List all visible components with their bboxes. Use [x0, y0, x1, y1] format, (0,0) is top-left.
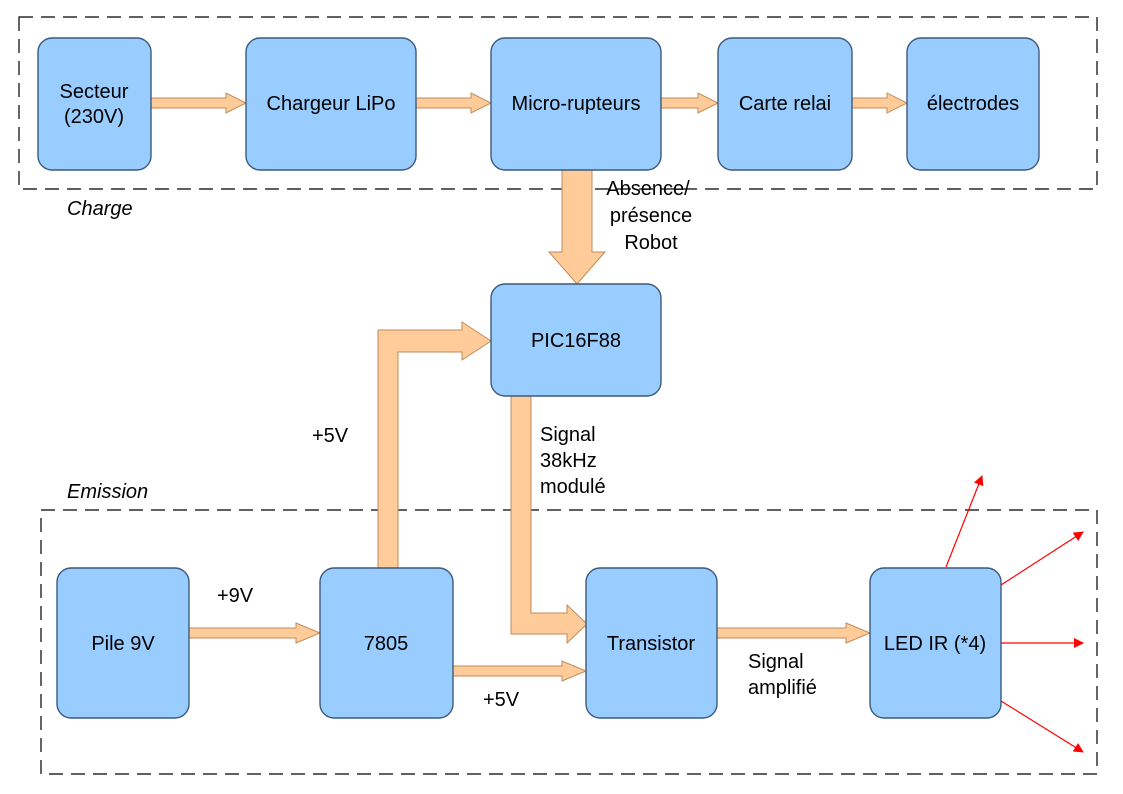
label-presence-line1: Absence/ — [606, 178, 690, 200]
arrow-pile-to-7805 — [188, 622, 322, 644]
arrow-secteur-to-chargeur — [150, 92, 248, 114]
emission-region-label: Emission — [67, 481, 148, 503]
block-secteur: Secteur (230V) — [37, 37, 152, 171]
ir-ray-up — [945, 475, 984, 568]
label-presence-line3: Robot — [624, 232, 678, 254]
block-pic-label: PIC16F88 — [531, 330, 621, 352]
label-signal-amp-line2: amplifié — [748, 677, 817, 699]
block-led-ir: LED IR (*4) — [869, 567, 1002, 719]
label-signal-mod-line2: 38kHz — [540, 450, 597, 472]
block-electrodes: électrodes — [906, 37, 1040, 171]
label-signal-amp-line1: Signal — [748, 651, 804, 673]
label-plus5v-top: +5V — [312, 425, 349, 447]
block-7805: 7805 — [319, 567, 454, 719]
block-chargeur-lipo: Chargeur LiPo — [245, 37, 417, 171]
label-signal-mod-line1: Signal — [540, 424, 596, 446]
charge-region-frame — [18, 16, 1098, 190]
block-led-label: LED IR (*4) — [884, 633, 986, 655]
arrow-7805-to-transistor — [452, 660, 588, 682]
block-transistor: Transistor — [585, 567, 718, 719]
arrow-micro-to-carte — [660, 92, 720, 114]
block-micro-label: Micro-rupteurs — [512, 93, 641, 115]
charge-region-label: Charge — [67, 198, 133, 220]
block-pile-label: Pile 9V — [91, 633, 155, 655]
block-secteur-line1: Secteur — [60, 81, 129, 103]
block-carte-label: Carte relai — [739, 93, 831, 115]
block-secteur-line2: (230V) — [64, 106, 124, 128]
label-plus9v: +9V — [217, 585, 254, 607]
block-pic16f88: PIC16F88 — [490, 283, 662, 397]
block-micro-rupteurs: Micro-rupteurs — [490, 37, 662, 171]
arrow-micro-to-pic — [547, 169, 607, 285]
arrow-7805-to-pic — [377, 321, 492, 569]
block-transistor-label: Transistor — [607, 633, 696, 655]
label-signal-mod-line3: modulé — [540, 476, 606, 498]
block-carte-relai: Carte relai — [717, 37, 853, 171]
arrow-carte-to-electrodes — [851, 92, 909, 114]
block-7805-label: 7805 — [364, 633, 409, 655]
block-chargeur-label: Chargeur LiPo — [267, 93, 396, 115]
emission-region-frame — [40, 509, 1098, 775]
block-pile-9v: Pile 9V — [56, 567, 190, 719]
label-presence-line2: présence — [610, 205, 692, 227]
arrow-pic-to-transistor — [510, 395, 588, 645]
label-plus5v-bottom: +5V — [483, 689, 520, 711]
ir-ray-lower-right — [1000, 700, 1084, 753]
arrow-chargeur-to-micro — [415, 92, 493, 114]
arrow-transistor-to-led — [716, 622, 872, 644]
ir-ray-upper-right — [1000, 531, 1084, 586]
block-electrodes-label: électrodes — [927, 93, 1019, 115]
